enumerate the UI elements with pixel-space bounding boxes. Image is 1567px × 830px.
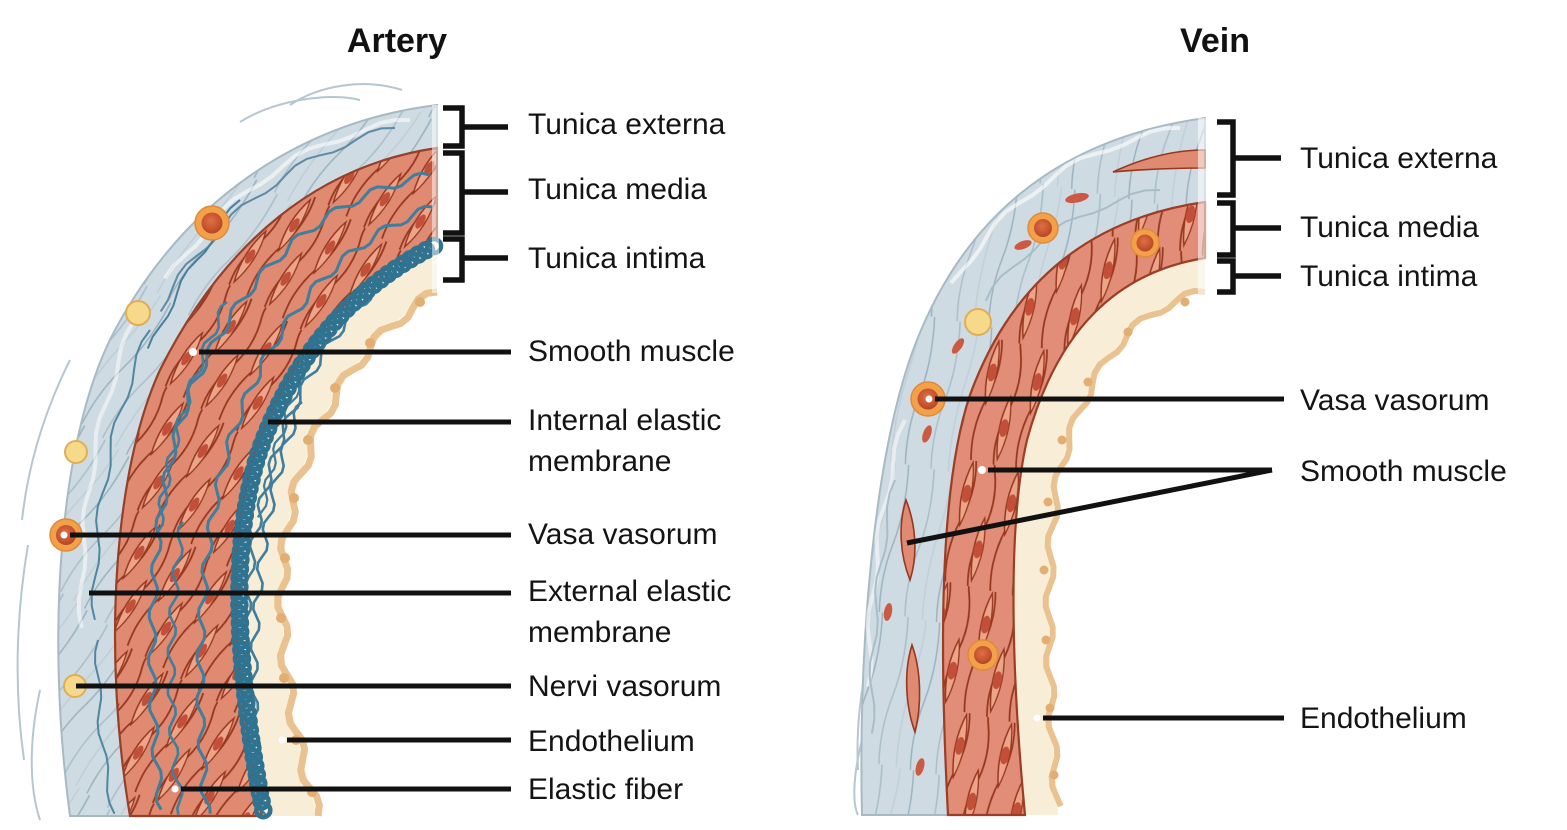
vein-tunica-media-layer — [941, 200, 1207, 817]
label-vein-vasa-vasorum: Vasa vasorum — [1300, 384, 1490, 417]
leader-dot — [189, 348, 197, 356]
vein-bracket-tunica-media — [1217, 200, 1281, 258]
leader-dot — [171, 785, 179, 793]
vein-illustration — [853, 116, 1207, 817]
label-artery-endothelium: Endothelium — [528, 725, 695, 758]
vein-bracket-tunica-intima — [1217, 258, 1281, 295]
label-vein-tunica-media: Tunica media — [1300, 211, 1479, 244]
vein-vasa-vasorum-vessels — [910, 212, 1160, 671]
artery-vasa-vasorum-vessels — [49, 205, 230, 552]
artery-bracket-tunica-media — [443, 150, 508, 236]
label-vein-tunica-intima: Tunica intima — [1300, 260, 1478, 293]
leader-dot — [978, 466, 986, 474]
artery-leader-lines — [60, 348, 511, 793]
label-artery-tunica-media: Tunica media — [528, 173, 707, 206]
leader-dot — [60, 531, 68, 539]
vein-bracket-tunica-externa — [1217, 119, 1281, 198]
vein-title: Vein — [1180, 22, 1250, 60]
label-artery-smooth-muscle: Smooth muscle — [528, 335, 735, 368]
leader-vein-smooth-muscle-b — [906, 467, 1273, 546]
artery-bracket-tunica-externa — [443, 105, 508, 149]
artery-bracket-tunica-intima — [443, 236, 508, 283]
vein-nervi-vasorum-nerve — [964, 308, 992, 336]
artery-brackets — [443, 105, 508, 283]
vein-brackets — [1217, 119, 1281, 295]
vein-externa-fibers — [865, 126, 1181, 734]
artery-externa-fibers — [76, 118, 410, 815]
leader-dot — [1033, 714, 1041, 722]
leader-dot — [278, 736, 286, 744]
label-artery-tunica-externa: Tunica externa — [528, 108, 726, 141]
vein-intima-tan-dots — [1039, 297, 1190, 780]
label-vein-tunica-externa: Tunica externa — [1300, 142, 1498, 175]
artery-title: Artery — [346, 22, 448, 60]
label-artery-internal-elastic-membrane: Internal elastic membrane — [528, 404, 722, 478]
artery-intima-tan-dots — [276, 297, 425, 797]
vein-externa-smooth-muscle-bands — [883, 149, 1206, 776]
leader-dot — [925, 395, 933, 403]
artery-cut-face-highlight — [432, 105, 439, 293]
artery-illustration — [16, 83, 444, 821]
artery-outer-fiber-strands — [16, 83, 403, 821]
artery-endothelium-edge — [274, 288, 438, 817]
vein-cut-face-highlight — [1198, 118, 1206, 295]
label-vein-smooth-muscle: Smooth muscle — [1300, 455, 1507, 488]
label-artery-tunica-intima: Tunica intima — [528, 242, 706, 275]
label-vein-endothelium: Endothelium — [1300, 702, 1467, 735]
label-artery-elastic-fiber: Elastic fiber — [528, 773, 684, 806]
label-artery-nervi-vasorum: Nervi vasorum — [528, 670, 722, 703]
label-artery-vasa-vasorum: Vasa vasorum — [528, 518, 718, 551]
vein-leader-lines — [906, 395, 1284, 722]
label-artery-external-elastic-membrane: External elastic membrane — [528, 575, 732, 649]
